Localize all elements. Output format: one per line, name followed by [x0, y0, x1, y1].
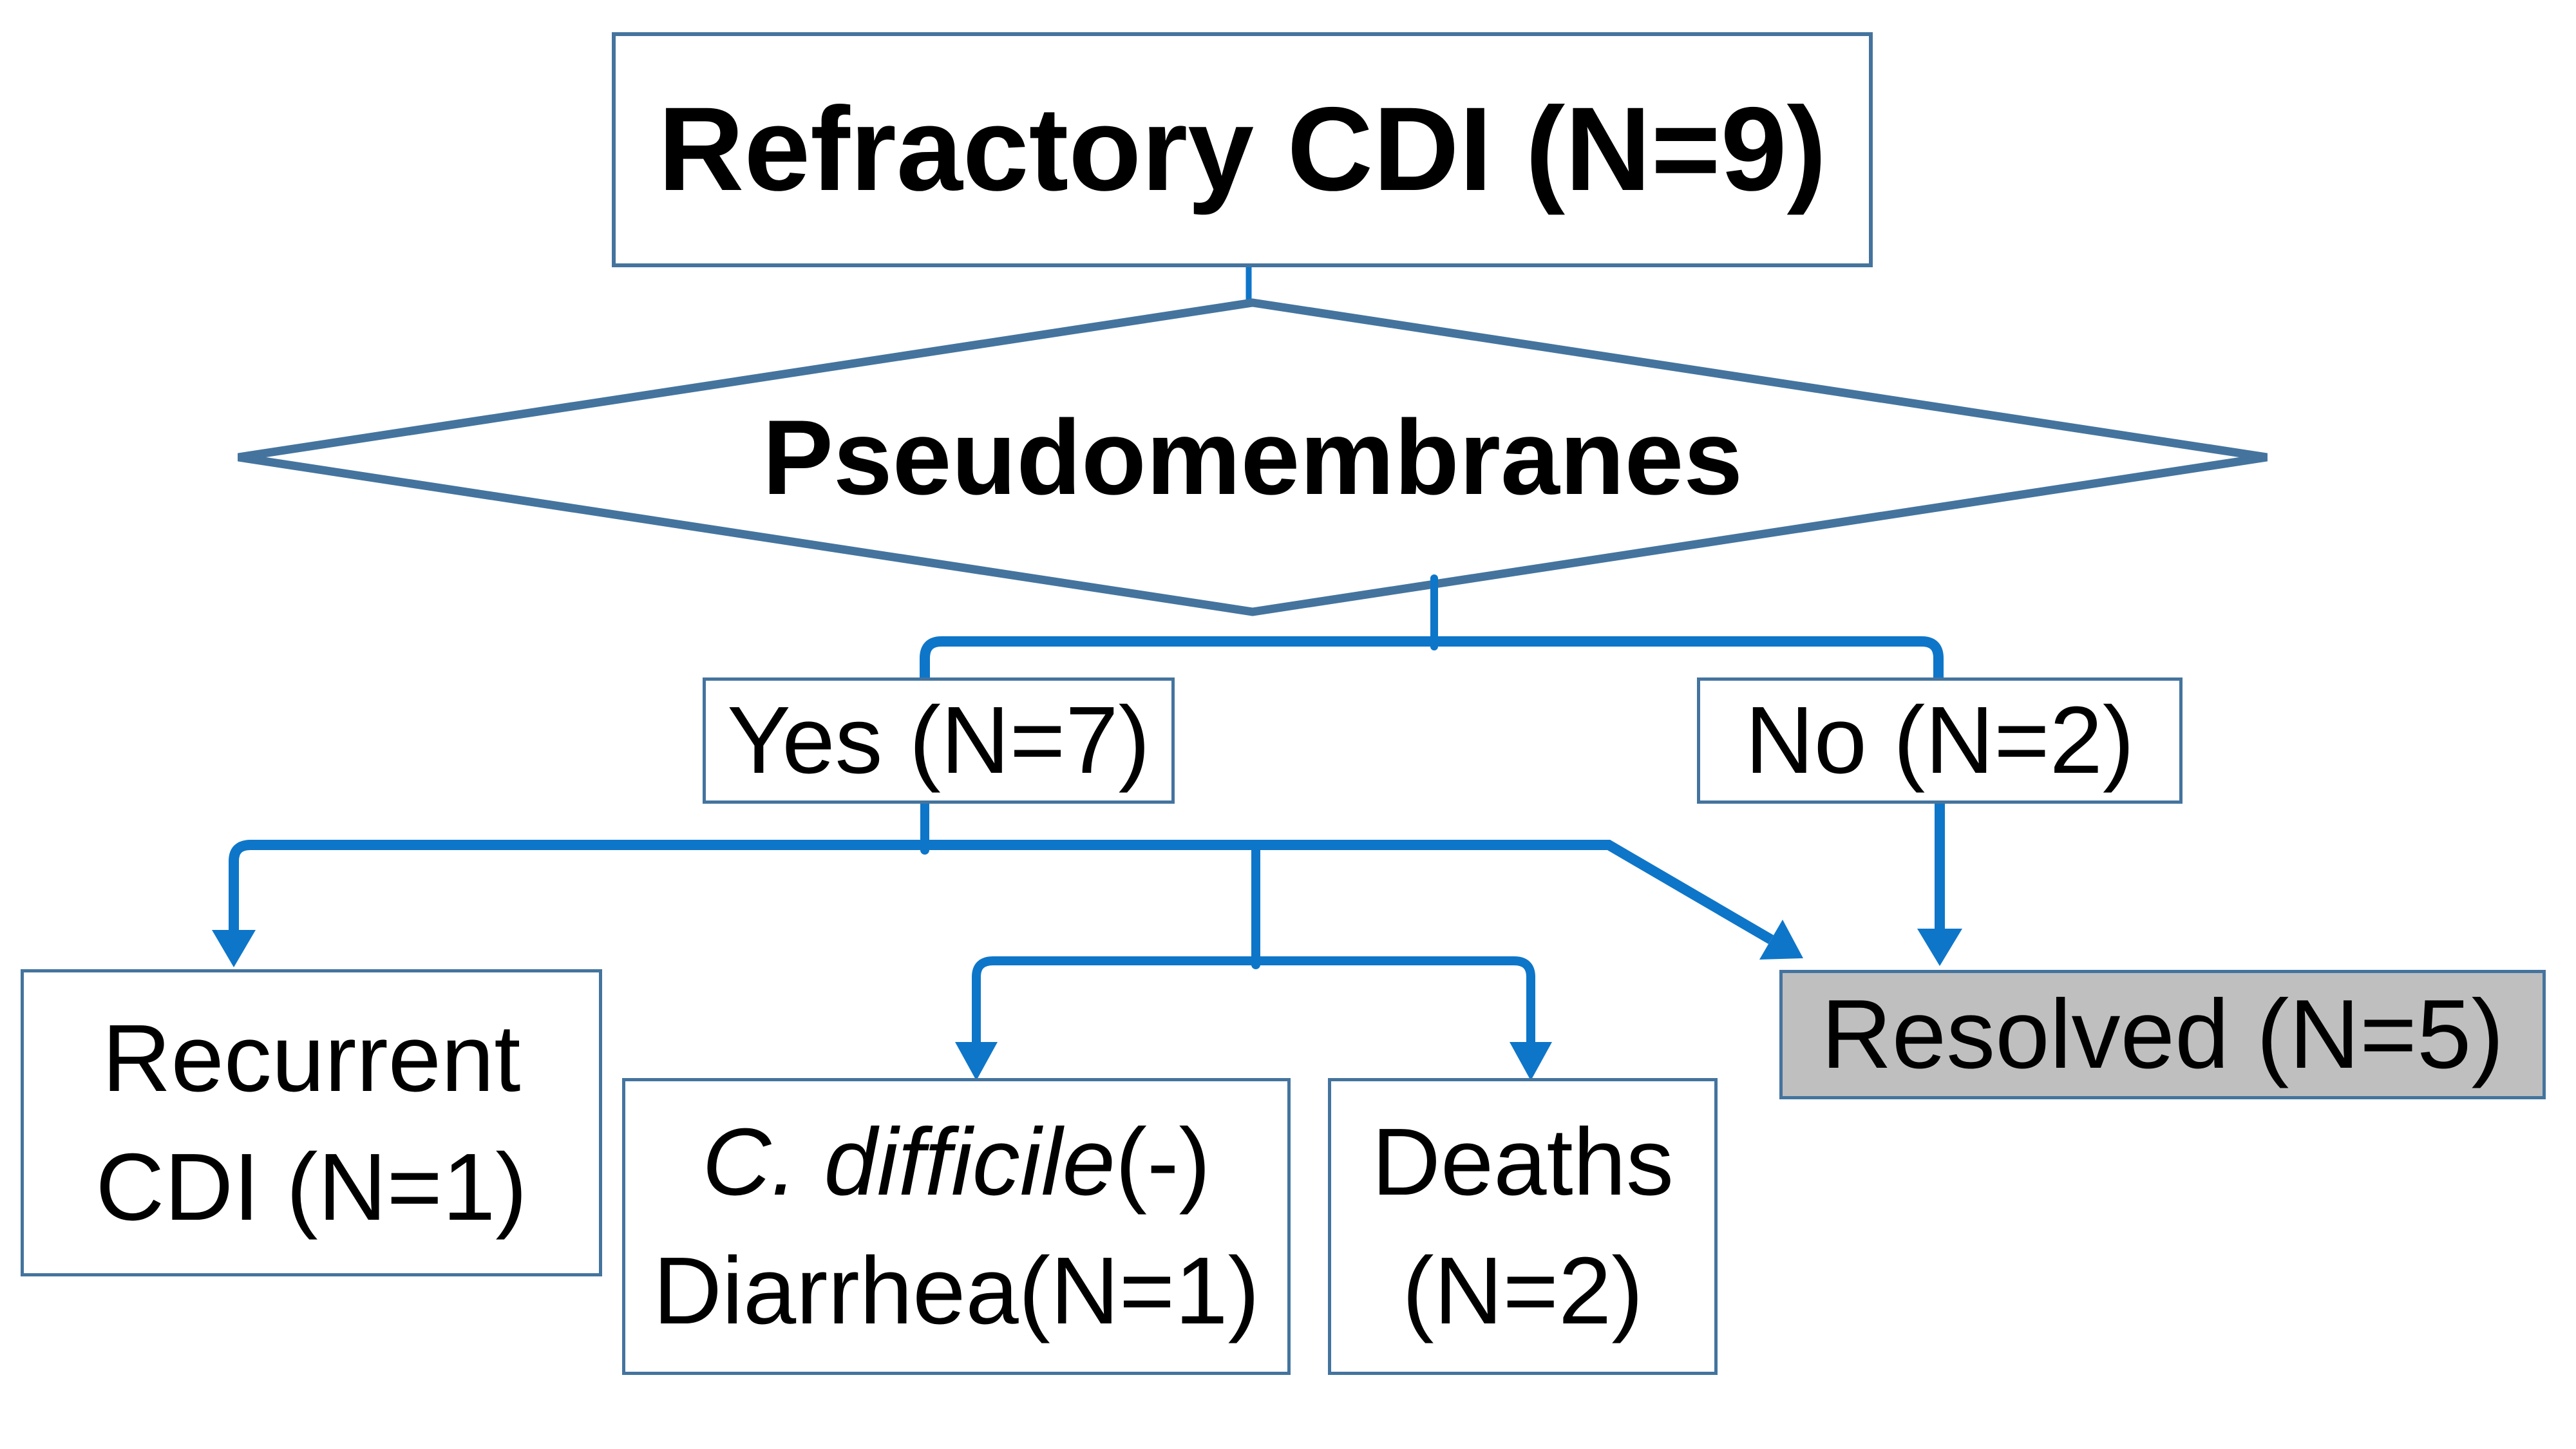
node-branch-no-label: No (N=2) — [1745, 687, 2135, 794]
node-branch-yes-label: Yes (N=7) — [727, 687, 1150, 794]
decision-diamond-label: Pseudomembranes — [762, 397, 1743, 516]
arrowhead-diagonal-resolved — [1759, 920, 1803, 960]
node-deaths-label: Deaths (N=2) — [1331, 1098, 1714, 1356]
node-deaths: Deaths (N=2) — [1328, 1078, 1718, 1375]
node-recurrent-cdi: Recurrent CDI (N=1) — [21, 969, 602, 1276]
deaths-line2: (N=2) — [1402, 1237, 1643, 1344]
decision-diamond-shape — [238, 298, 2268, 616]
cdiff-line2: Diarrhea(N=1) — [653, 1237, 1260, 1344]
decision-diamond-label-box: Pseudomembranes — [609, 392, 1897, 523]
node-branch-no: No (N=2) — [1697, 677, 2183, 804]
arrowhead-cdiff — [955, 1042, 998, 1081]
connector-cdiff-deaths-bar — [972, 956, 1535, 1043]
node-cdiff-negative-diarrhea: C. difficile(-) Diarrhea(N=1) — [622, 1078, 1291, 1375]
node-branch-yes: Yes (N=7) — [703, 677, 1175, 804]
recurrent-line2: CDI (N=1) — [95, 1133, 527, 1240]
arrowhead-recurrent — [212, 930, 256, 967]
node-cdiff-negative-diarrhea-label: C. difficile(-) Diarrhea(N=1) — [625, 1098, 1287, 1356]
deaths-line1: Deaths — [1372, 1108, 1674, 1215]
cdiff-species-italic: C. difficile — [702, 1108, 1115, 1215]
arrowhead-deaths — [1510, 1042, 1552, 1081]
connector-yes-outcomes-bar — [229, 840, 1774, 944]
connector-splitbar-yes-no — [920, 636, 1944, 681]
node-resolved: Resolved (N=5) — [1779, 970, 2546, 1099]
node-resolved-label: Resolved (N=5) — [1821, 980, 2505, 1090]
recurrent-line1: Recurrent — [102, 1005, 521, 1112]
arrowhead-no-resolved — [1917, 929, 1962, 966]
node-refractory-cdi-label: Refractory CDI (N=9) — [658, 83, 1827, 216]
node-refractory-cdi: Refractory CDI (N=9) — [612, 32, 1873, 267]
cdiff-line1: C. difficile(-) — [625, 1098, 1287, 1227]
cdiff-negative-suffix: (-) — [1115, 1108, 1211, 1215]
node-recurrent-cdi-label: Recurrent CDI (N=1) — [24, 994, 599, 1252]
